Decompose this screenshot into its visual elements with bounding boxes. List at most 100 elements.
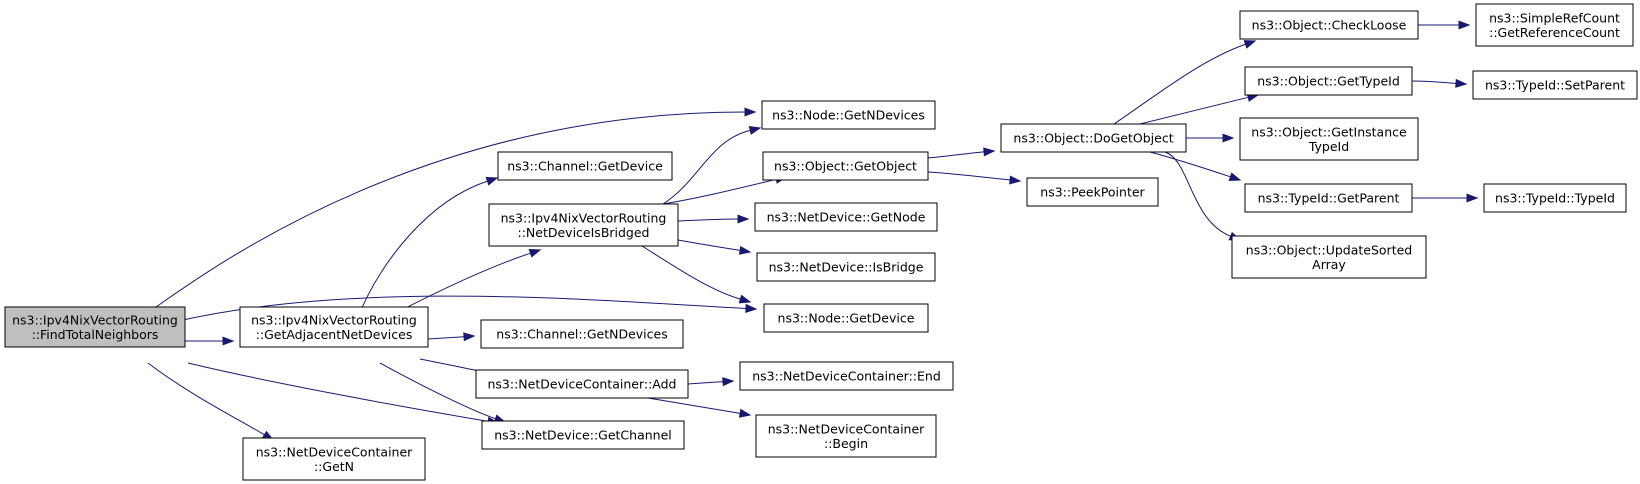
arrowhead — [738, 294, 752, 304]
arrowhead — [1458, 20, 1471, 30]
edge-isbridged-to-ndgetnode — [677, 214, 750, 224]
node-chgetn[interactable]: ns3::Channel::GetNDevices — [480, 319, 684, 349]
node-label: ns3::NetDeviceContainer::Add — [488, 377, 677, 392]
node-label: ::GetN — [314, 459, 354, 474]
node-label: ns3::Object::GetObject — [774, 159, 917, 174]
node-label: Array — [1312, 257, 1346, 272]
node-box — [1483, 183, 1627, 213]
node-label: ns3::Ipv4NixVectorRouting — [251, 312, 417, 327]
edge-line — [155, 111, 746, 308]
node-ncgetn[interactable]: ns3::NetDeviceContainer::GetN — [242, 437, 426, 481]
edge-getadj-to-chgetn — [427, 332, 476, 342]
edge-line — [354, 180, 488, 325]
node-label: ns3::NetDeviceContainer::End — [752, 369, 941, 384]
edge-line — [687, 381, 724, 385]
node-label: ns3::SimpleRefCount — [1489, 10, 1620, 25]
node-ncend[interactable]: ns3::NetDeviceContainer::End — [739, 361, 954, 391]
nodes-layer: ns3::Ipv4NixVectorRouting::FindTotalNeig… — [4, 3, 1638, 481]
node-isbridged[interactable]: ns3::Ipv4NixVectorRouting::NetDeviceIsBr… — [488, 203, 679, 247]
node-label: ns3::Object::CheckLoose — [1252, 18, 1407, 33]
node-box — [488, 203, 679, 247]
node-box — [1475, 3, 1634, 47]
node-label: ns3::Ipv4NixVectorRouting — [12, 312, 178, 327]
edge-line — [1139, 96, 1249, 125]
node-nodegetdev[interactable]: ns3::Node::GetDevice — [763, 303, 929, 333]
node-label: ns3::TypeId::TypeId — [1495, 191, 1615, 206]
node-label: ::GetAdjacentNetDevices — [256, 327, 413, 342]
node-gettypeid[interactable]: ns3::Object::GetTypeId — [1244, 66, 1413, 96]
node-label: ns3::Node::GetDevice — [778, 311, 915, 326]
node-box — [1244, 66, 1413, 96]
node-typeid[interactable]: ns3::TypeId::TypeId — [1483, 183, 1627, 213]
node-label: ::GetReferenceCount — [1489, 25, 1620, 40]
node-label: ns3::NetDeviceContainer — [768, 421, 925, 436]
node-label: ns3::NetDevice::GetNode — [767, 210, 926, 225]
edge-line — [927, 151, 985, 159]
node-label: ::NetDeviceIsBridged — [518, 225, 650, 240]
node-box — [1000, 123, 1187, 153]
node-box — [763, 303, 929, 333]
node-ncadd[interactable]: ns3::NetDeviceContainer::Add — [475, 369, 689, 399]
edge-objgetobj-to-peek — [927, 171, 1022, 185]
edge-isbridged-to-nodegetdev — [641, 245, 752, 304]
node-ndgetnode[interactable]: ns3::NetDevice::GetNode — [754, 202, 938, 232]
node-box — [242, 437, 426, 481]
edge-root-to-nodegetn — [155, 107, 757, 308]
arrowhead — [463, 332, 476, 342]
node-label: ns3::Object::DoGetObject — [1013, 131, 1173, 146]
node-root: ns3::Ipv4NixVectorRouting::FindTotalNeig… — [4, 306, 186, 348]
arrowhead — [722, 377, 735, 387]
node-label: ns3::TypeId::GetParent — [1258, 191, 1400, 206]
node-getparent[interactable]: ns3::TypeId::GetParent — [1244, 183, 1413, 213]
arrowhead — [1228, 172, 1242, 181]
node-ncbegin[interactable]: ns3::NetDeviceContainer::Begin — [755, 414, 937, 458]
edge-dogetobj-to-checkloose — [1113, 40, 1257, 125]
edge-line — [1113, 43, 1246, 125]
arrowhead — [745, 303, 758, 313]
edge-dogetobj-to-getinst — [1186, 133, 1235, 143]
node-getadj[interactable]: ns3::Ipv4NixVectorRouting::GetAdjacentNe… — [239, 306, 429, 348]
edge-line — [647, 397, 741, 414]
edge-getadj-to-chgetdev — [354, 176, 499, 325]
edge-line — [677, 218, 739, 222]
arrowhead — [485, 176, 499, 186]
node-box — [480, 319, 684, 349]
edge-line — [427, 336, 465, 340]
node-dogetobj[interactable]: ns3::Object::DoGetObject — [1000, 123, 1187, 153]
edge-line — [147, 362, 265, 436]
node-ndgetch[interactable]: ns3::NetDevice::GetChannel — [481, 420, 685, 450]
node-nodegetn[interactable]: ns3::Node::GetNDevices — [761, 100, 936, 130]
node-chgetdev[interactable]: ns3::Channel::GetDevice — [497, 151, 673, 181]
node-objgetobj[interactable]: ns3::Object::GetObject — [762, 151, 929, 181]
node-setparent[interactable]: ns3::TypeId::SetParent — [1472, 70, 1638, 100]
edge-ncadd-to-ncend — [687, 377, 735, 387]
node-peek[interactable]: ns3::PeekPointer — [1026, 177, 1159, 207]
node-refcount[interactable]: ns3::SimpleRefCount::GetReferenceCount — [1475, 3, 1634, 47]
node-ndisbridge[interactable]: ns3::NetDevice::IsBridge — [756, 252, 936, 282]
node-box — [756, 252, 936, 282]
node-checkloose[interactable]: ns3::Object::CheckLoose — [1239, 10, 1419, 40]
node-label: ::Begin — [824, 436, 868, 451]
edge-root-to-ncgetn — [147, 362, 275, 441]
edge-gettypeid-to-setparent — [1411, 78, 1468, 88]
edge-line — [662, 129, 751, 205]
arrowhead — [748, 126, 762, 135]
arrowhead — [222, 336, 235, 346]
edge-dogetobj-to-getparent — [1149, 151, 1242, 181]
edge-line — [1149, 151, 1231, 178]
node-box — [239, 306, 429, 348]
node-box — [1026, 177, 1159, 207]
arrowhead — [528, 249, 542, 258]
arrowhead — [1243, 40, 1257, 49]
arrowhead — [1466, 193, 1479, 203]
edge-line — [379, 362, 496, 420]
node-label: ns3::Object::GetTypeId — [1257, 74, 1400, 89]
arrowhead — [983, 147, 996, 157]
node-box — [762, 151, 929, 181]
node-box — [1239, 117, 1419, 161]
node-label: ns3::Node::GetNDevices — [772, 108, 925, 123]
arrowhead — [737, 214, 750, 224]
